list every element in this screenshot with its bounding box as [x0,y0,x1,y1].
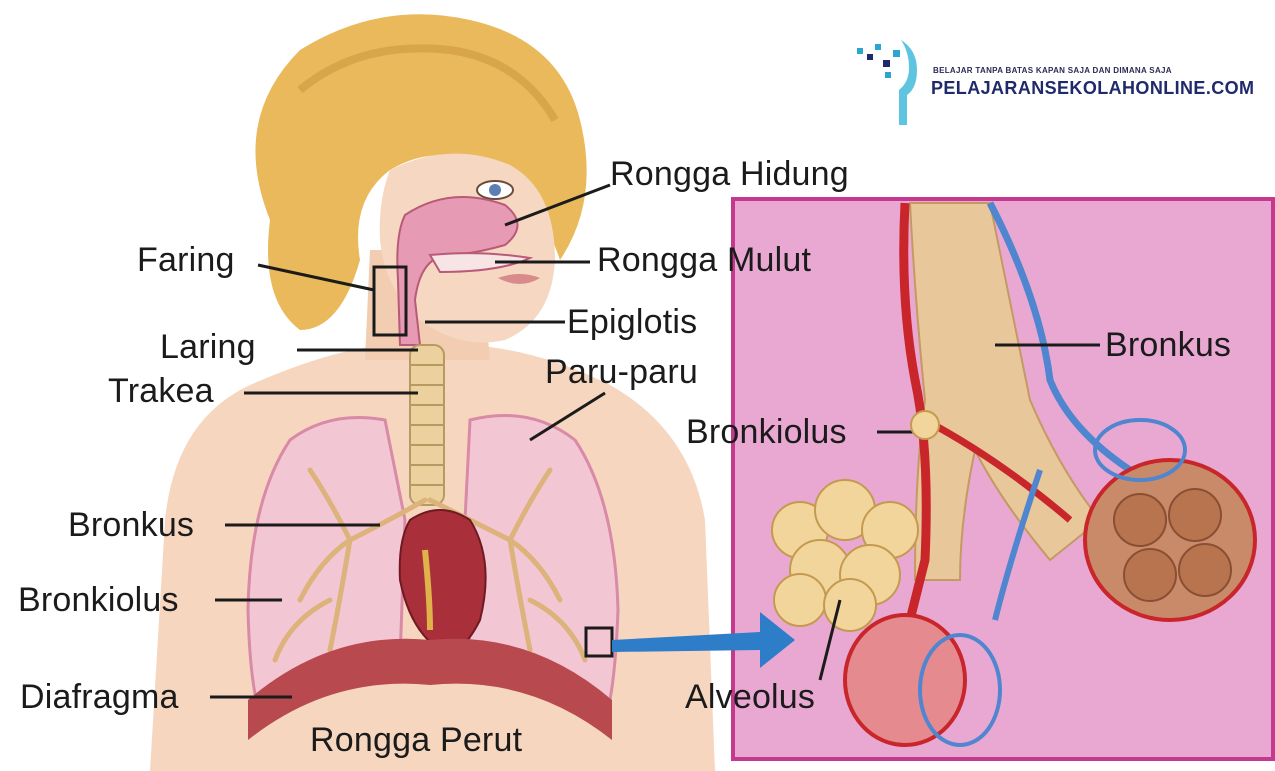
iris [489,184,501,196]
site-logo: BELAJAR TANPA BATAS KAPAN SAJA DAN DIMAN… [855,40,1265,130]
label-bronkiolus-left: Bronkiolus [18,583,179,617]
logo-site-name: PELAJARANSEKOLAHONLINE.COM [931,78,1254,99]
label-bronkus-right: Bronkus [1105,328,1231,362]
label-trakea: Trakea [108,374,214,408]
label-paru-paru: Paru-paru [545,355,698,389]
logo-tagline: BELAJAR TANPA BATAS KAPAN SAJA DAN DIMAN… [933,66,1172,75]
label-alveolus: Alveolus [685,680,815,714]
capillary-net-bottom [845,615,965,745]
label-laring: Laring [160,330,256,364]
label-bronkiolus-right: Bronkiolus [686,415,847,449]
logo-icon [855,40,925,130]
label-diafragma: Diafragma [20,680,179,714]
label-epiglotis: Epiglotis [567,305,697,339]
inset-bronchiole-bead [911,411,939,439]
label-rongga-mulut: Rongga Mulut [597,243,811,277]
label-rongga-perut: Rongga Perut [310,723,522,757]
label-faring: Faring [137,243,235,277]
label-bronkus-left: Bronkus [68,508,194,542]
label-rongga-hidung: Rongga Hidung [610,157,849,191]
capillary-net-right [1085,460,1255,620]
